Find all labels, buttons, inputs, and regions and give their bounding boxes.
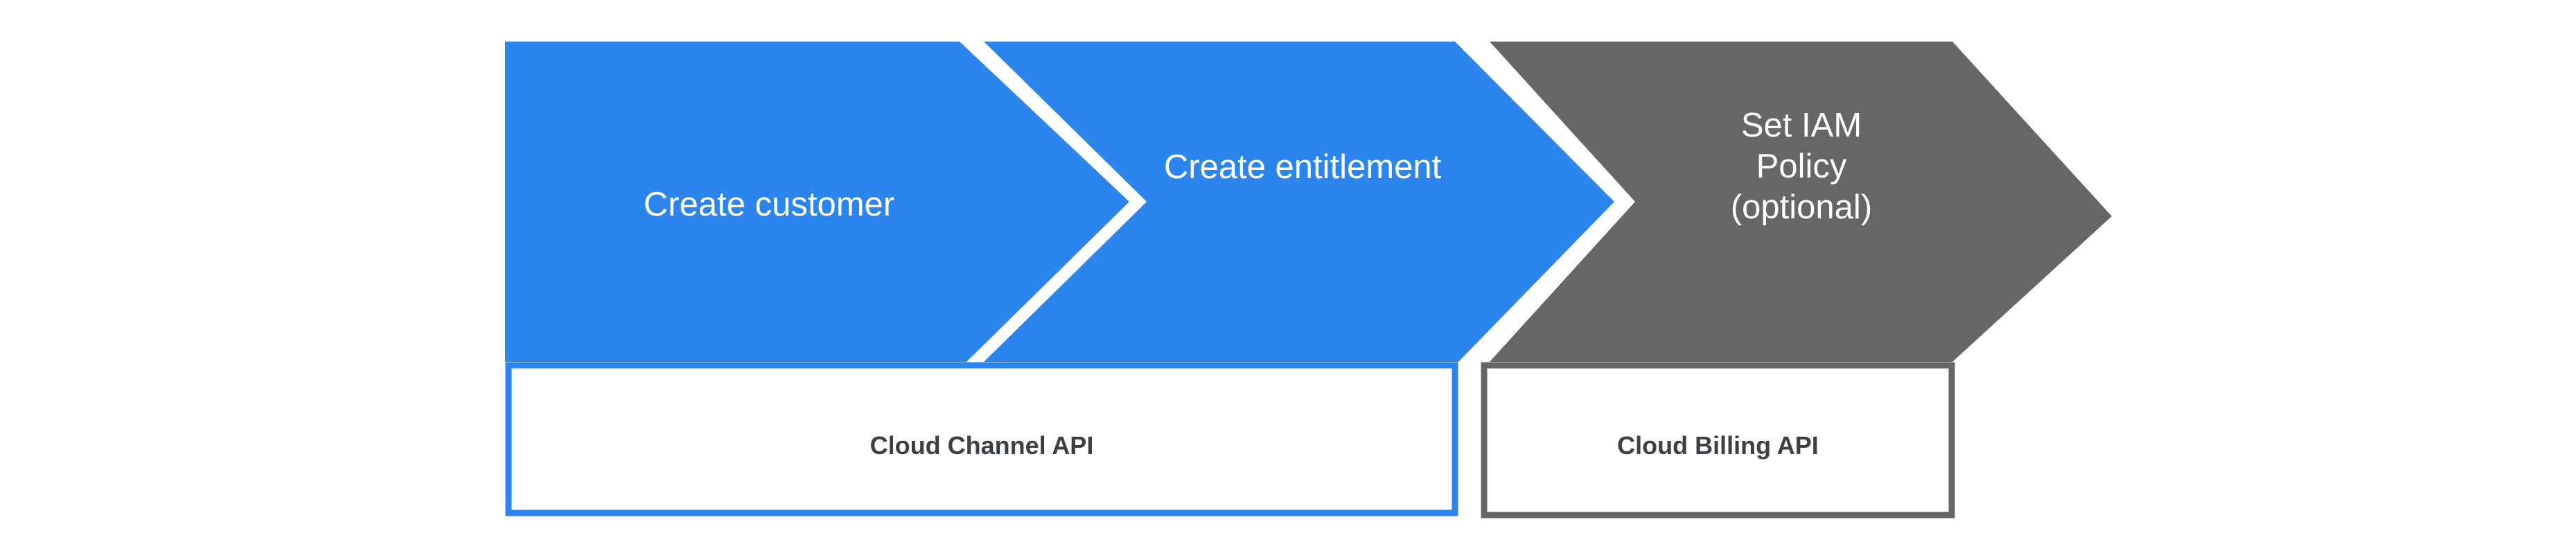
api-group-label-cloud-billing-api: Cloud Billing API <box>1617 431 1819 460</box>
step-label-create-entitlement: Create entitlement <box>1163 148 1442 186</box>
chevron-set-iam-policy[interactable] <box>1490 42 2112 362</box>
step-label-create-customer: Create customer <box>643 186 895 223</box>
chevron-create-customer[interactable] <box>505 42 1129 362</box>
chevron-create-entitlement[interactable] <box>984 42 1614 362</box>
api-group-label-cloud-channel-api: Cloud Channel API <box>870 431 1094 460</box>
group-box-cloud-billing-api[interactable] <box>1481 362 1955 518</box>
step-label-set-iam-policy: Set IAM Policy (optional) <box>1730 107 1873 226</box>
group-box-cloud-channel-api[interactable] <box>505 362 1458 516</box>
